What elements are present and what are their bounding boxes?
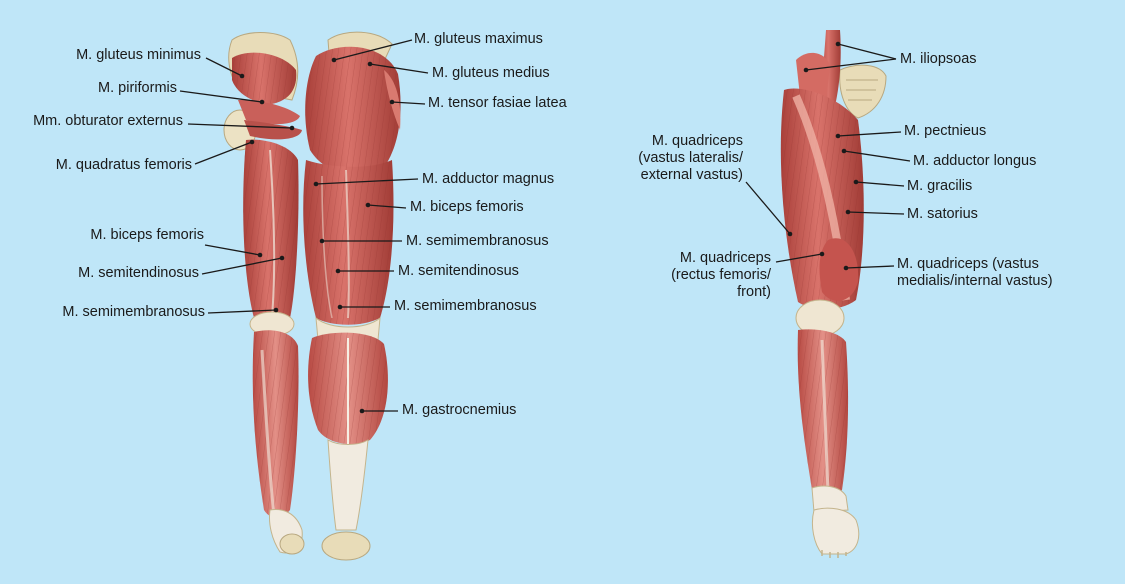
sacrum-bone	[839, 64, 887, 119]
label-semitendinosus-mid: M. semitendinosus	[398, 263, 519, 279]
label-semitendinosus-left: M. semitendinosus	[78, 265, 199, 281]
label-adductor-longus: M. adductor longus	[913, 153, 1037, 169]
label-piriformis: M. piriformis	[98, 80, 177, 96]
vastus-medialis-shape	[819, 238, 859, 301]
label-quadriceps-rectus-femoris: M. quadriceps (rectus femoris/ front)	[671, 250, 771, 300]
label-biceps-femoris-right: M. biceps femoris	[410, 199, 524, 215]
label-obturator-externus: Mm. obturator externus	[33, 113, 183, 129]
label-iliopsoas: M. iliopsoas	[900, 51, 977, 67]
label-adductor-magnus: M. adductor magnus	[422, 171, 555, 187]
leader-endpoints	[239, 41, 859, 414]
middle-leg-figure	[303, 31, 401, 561]
left-leg-figure	[223, 32, 305, 555]
label-quadriceps-vastus-lateralis: M. quadriceps (vastus lateralis/ externa…	[638, 133, 743, 183]
label-semimembranosus-left: M. semimembranosus	[62, 304, 205, 320]
label-pectnieus: M. pectnieus	[904, 123, 987, 139]
label-satorius: M. satorius	[907, 206, 978, 222]
piriformis-shape	[238, 100, 300, 125]
achilles-tendon	[327, 439, 369, 531]
label-gluteus-minimus: M. gluteus minimus	[76, 47, 201, 63]
label-gracilis: M. gracilis	[907, 178, 973, 194]
label-gastrocnemius: M. gastrocnemius	[402, 402, 517, 418]
label-gluteus-medius: M. gluteus medius	[432, 65, 550, 81]
leader-lines	[179, 39, 911, 412]
ilium-shape	[796, 52, 830, 100]
label-biceps-femoris-left: M. biceps femoris	[90, 227, 204, 243]
label-gluteus-maximus: M. gluteus maximus	[414, 31, 543, 47]
right-leg-figure	[780, 30, 887, 558]
obturator-shape	[244, 120, 302, 140]
label-semimembranosus-mid: M. semimembranosus	[406, 233, 549, 249]
right-foot-shape	[811, 507, 860, 555]
label-tensor-fasiae-latea: M. tensor fasiae latea	[428, 95, 567, 111]
label-semimembranosus-low: M. semimembranosus	[394, 298, 537, 314]
label-quadriceps-vastus-medialis: M. quadriceps (vastus medialis/internal …	[897, 256, 1053, 289]
label-quadratus-femoris: M. quadratus femoris	[55, 157, 192, 173]
